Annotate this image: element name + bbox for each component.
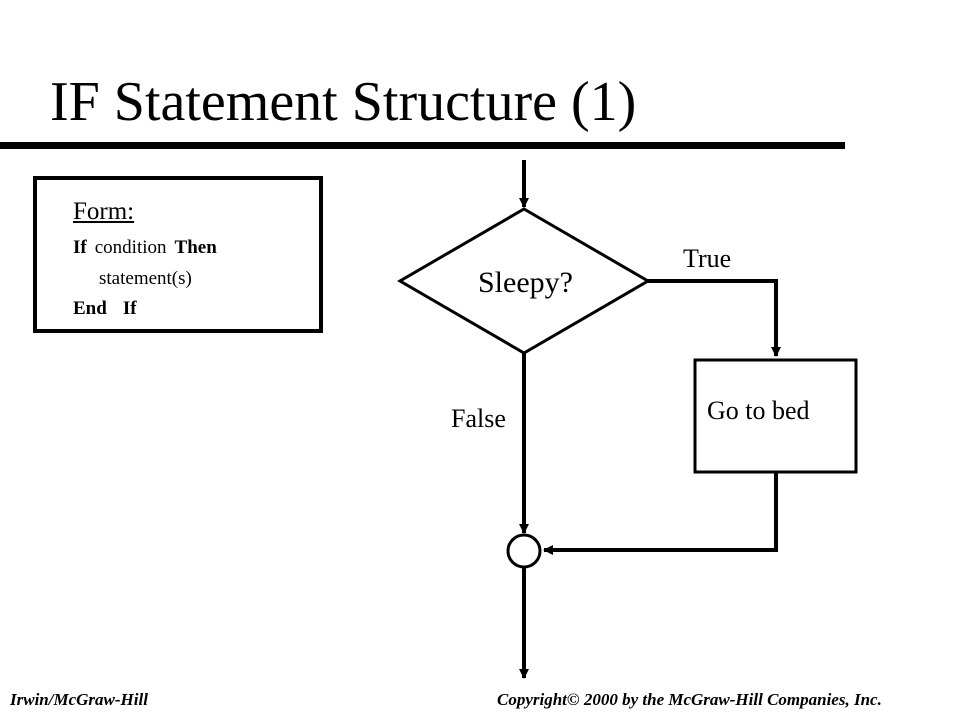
decision-label: Sleepy? [478, 266, 573, 299]
process-box [693, 358, 858, 474]
true-branch-arrow [648, 279, 781, 357]
footer-copyright: Copyright© 2000 by the McGraw-Hill Compa… [497, 690, 882, 709]
keyword-end: End [73, 298, 107, 319]
keyword-if-end: If [122, 298, 137, 319]
process-label: Go to bed [707, 396, 810, 425]
condition-text: condition [94, 237, 167, 258]
true-label: True [683, 244, 732, 273]
footer-publisher: Irwin/McGraw-Hill [10, 690, 148, 709]
form-line-end-if: End If [73, 298, 137, 320]
form-heading: Form: [73, 198, 135, 225]
keyword-if: If [73, 237, 87, 258]
form-line-statement: statement(s) [99, 268, 192, 289]
syntax-form-box: Form: If condition Then statement(s) End If [33, 176, 323, 333]
form-line-if: If condition Then [73, 237, 217, 259]
connector-circle [506, 533, 542, 569]
title-underline [0, 142, 845, 149]
slide-title: IF Statement Structure (1) [50, 71, 637, 133]
process-return-arrow [543, 472, 778, 555]
false-label: False [451, 404, 506, 433]
keyword-then: Then [174, 237, 217, 258]
